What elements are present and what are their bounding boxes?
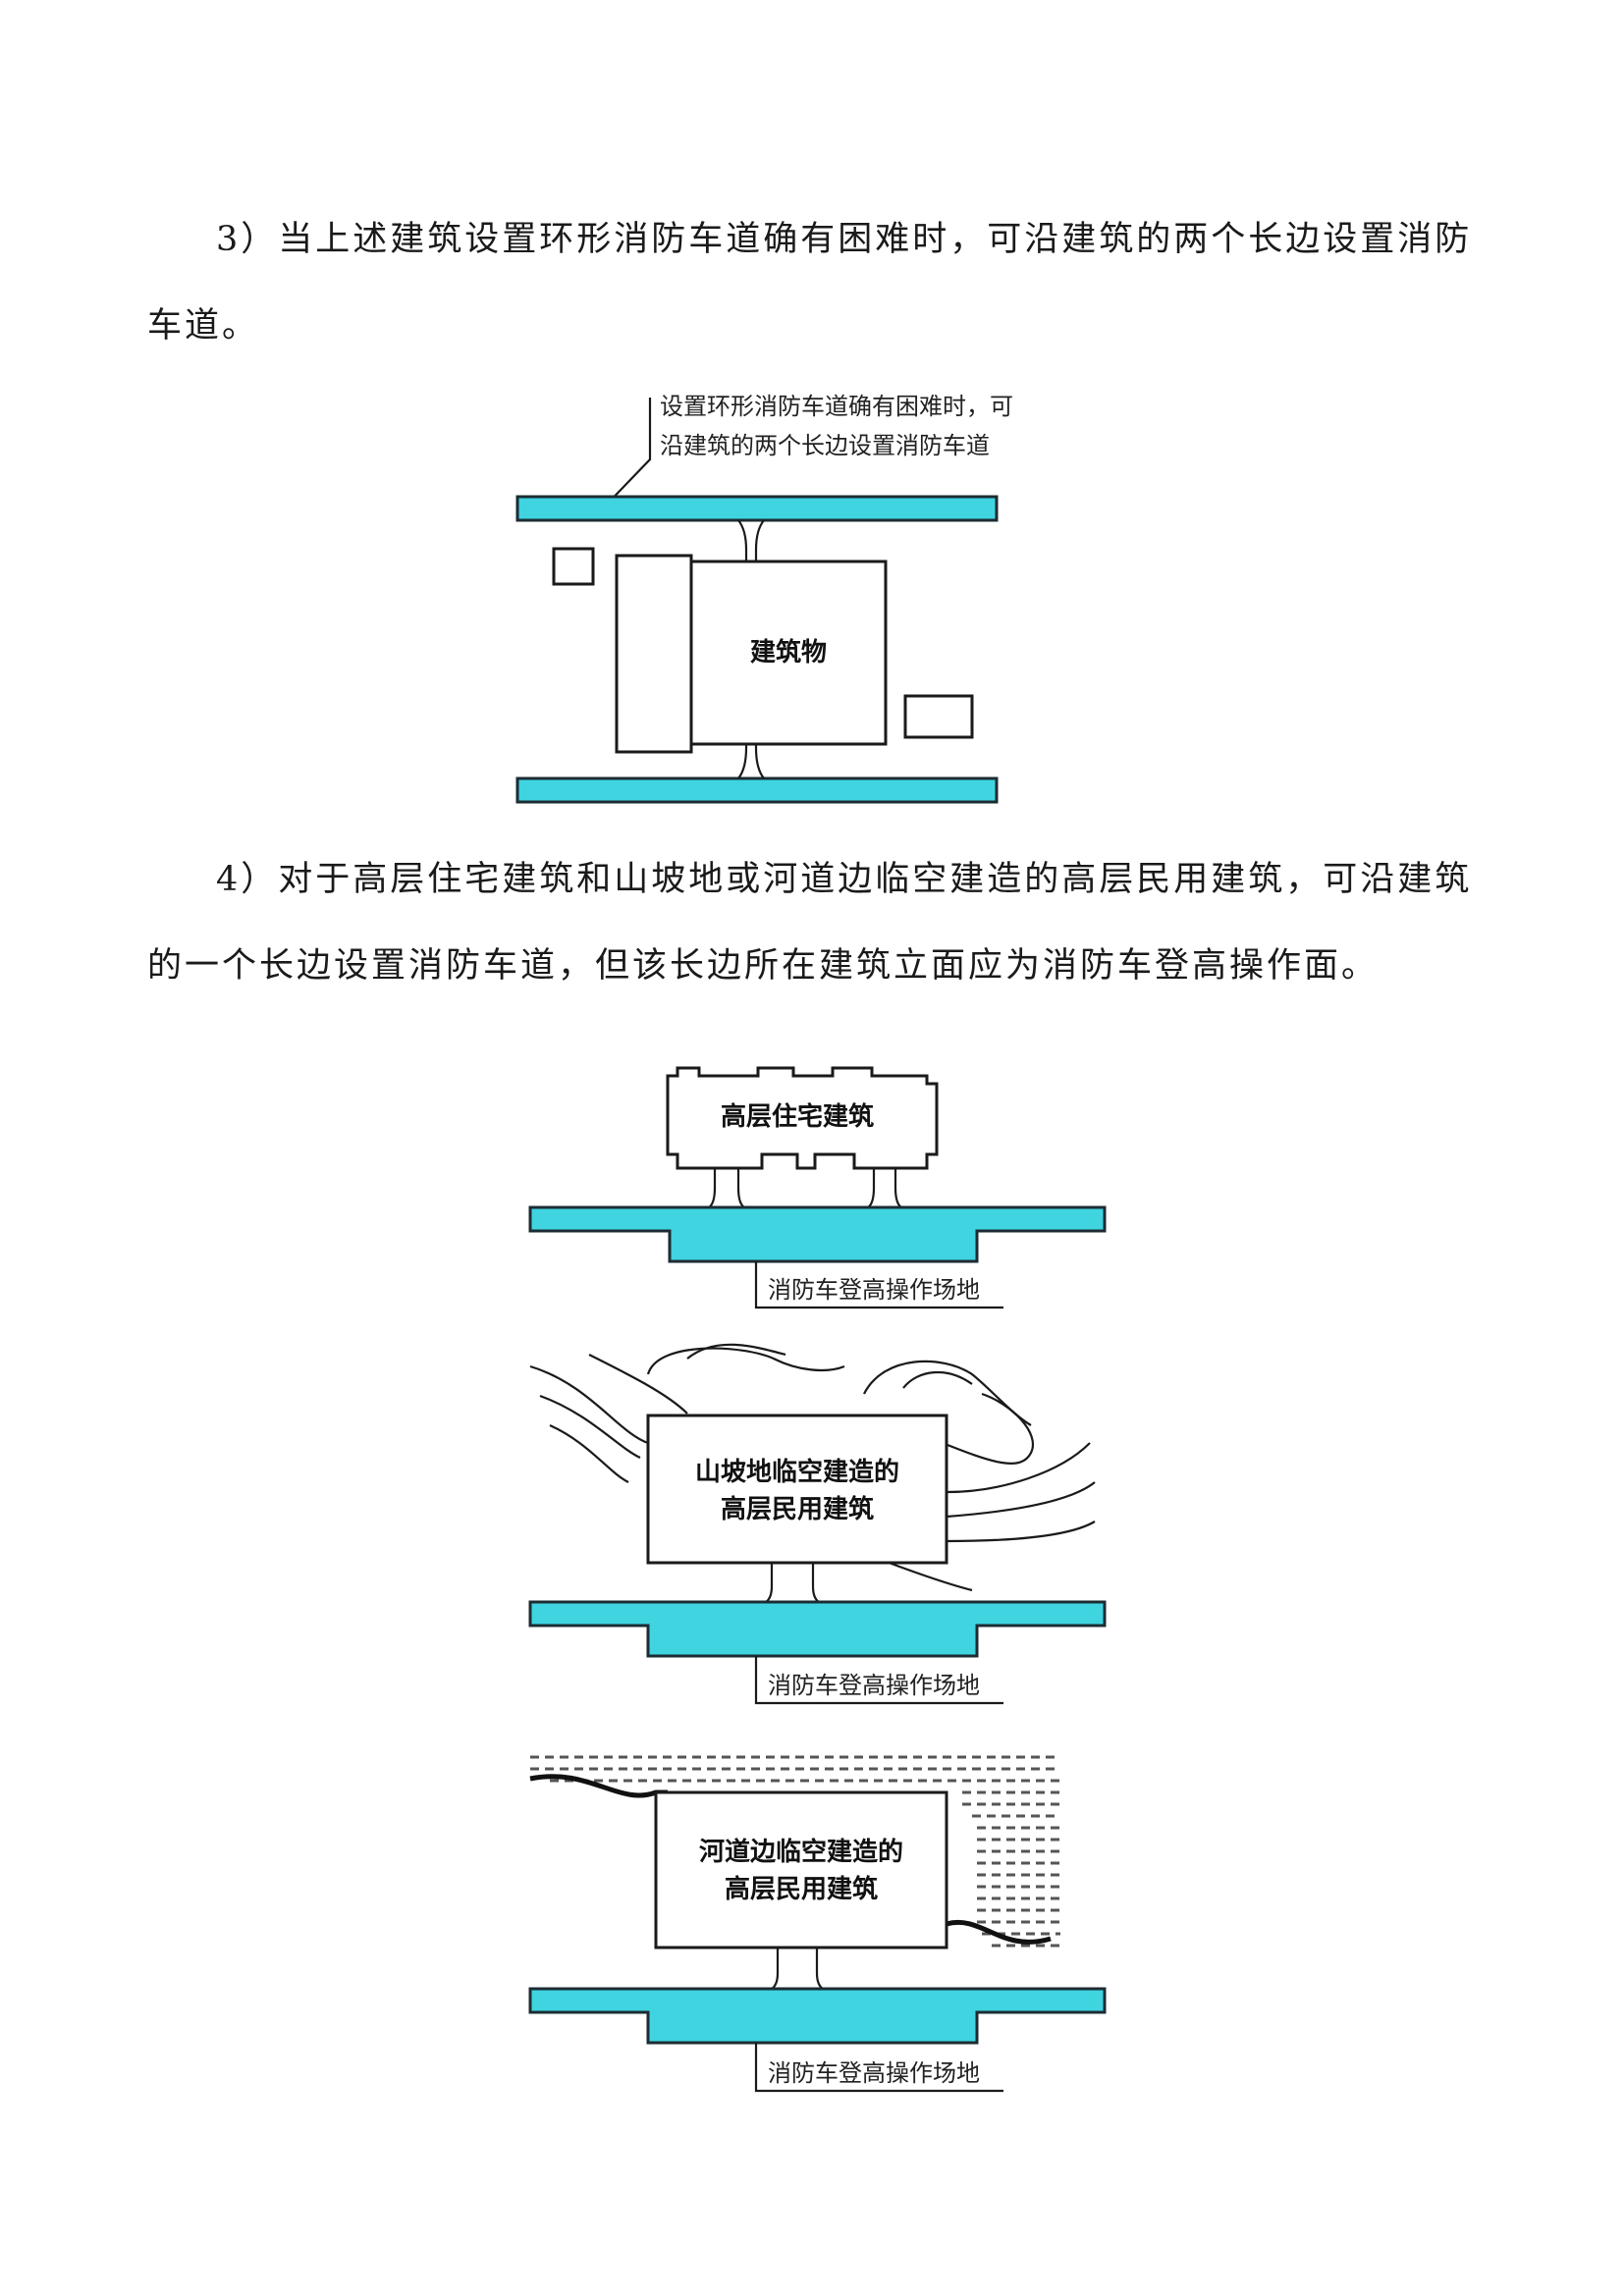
figure-riverside-building: 河道边临空建造的 高层民用建筑 消防车登高操作场地 — [528, 1755, 1107, 2093]
contour-line — [529, 1364, 649, 1445]
connector — [867, 1168, 876, 1208]
contour-line — [646, 1347, 845, 1375]
connector — [737, 519, 748, 561]
building-label: 高层住宅建筑 — [721, 1101, 874, 1132]
fire-road-with-operation-area — [528, 1987, 1107, 2045]
building-label-line-1: 河道边临空建造的 — [699, 1837, 903, 1867]
paragraph-4: 4）对于高层住宅建筑和山坡地或河道边临空建造的高层民用建筑，可沿建筑的一个长边设… — [147, 860, 1473, 986]
contour-line — [942, 1392, 1034, 1465]
figure-highrise-residential: 高层住宅建筑 消防车登高操作场地 — [528, 1066, 1107, 1309]
contour-line — [686, 1343, 786, 1360]
figure-two-long-side-roads: 设置环形消防车道确有困难时，可 沿建筑的两个长边设置消防车道 建筑物 — [515, 393, 1013, 804]
connector — [737, 741, 748, 779]
contour-line — [883, 1559, 973, 1592]
contour-line — [946, 1481, 1096, 1519]
contour-line — [539, 1394, 641, 1460]
small-building — [903, 694, 974, 739]
contour-line — [549, 1423, 629, 1483]
callout-text-1: 设置环形消防车道确有困难时，可 — [660, 393, 1013, 420]
water-hatching — [530, 1755, 1060, 1948]
building-label-line-2: 高层民用建筑 — [721, 1494, 874, 1524]
road-top — [515, 495, 999, 522]
riverbank-line — [529, 1774, 668, 1798]
fire-road-with-operation-area — [528, 1600, 1107, 1658]
building-main — [689, 560, 888, 746]
area-label: 消防车登高操作场地 — [768, 1276, 980, 1304]
hillside-building — [646, 1414, 948, 1565]
area-label: 消防车登高操作场地 — [768, 1672, 980, 1699]
small-building — [552, 547, 595, 586]
riverside-building — [654, 1790, 948, 1949]
building-label-line-1: 山坡地临空建造的 — [695, 1457, 899, 1487]
connector — [754, 741, 765, 779]
connector — [736, 1168, 745, 1208]
connector — [708, 1168, 717, 1208]
building-label-line-2: 高层民用建筑 — [725, 1874, 878, 1904]
contour-line — [902, 1371, 973, 1389]
area-leader — [754, 2043, 1003, 2093]
contour-line — [946, 1442, 1091, 1494]
building-label: 建筑物 — [750, 637, 827, 667]
connector — [765, 1563, 774, 1603]
area-leader — [754, 1261, 1003, 1309]
paragraph-3: 3）当上述建筑设置环形消防车道确有困难时，可沿建筑的两个长边设置消防车道。 — [147, 220, 1473, 346]
area-leader — [754, 1656, 1003, 1705]
residential-building — [666, 1066, 939, 1170]
riverbank-line — [946, 1919, 1052, 1945]
connector — [815, 1948, 824, 1990]
contour-line — [588, 1354, 688, 1415]
callout-leader — [600, 398, 652, 511]
fire-road-with-operation-area — [528, 1205, 1107, 1263]
contour-line — [946, 1521, 1096, 1543]
road-bottom — [515, 776, 999, 804]
connector — [811, 1563, 820, 1603]
figure-hillside-building: 山坡地临空建造的 高层民用建筑 消防车登高操作场地 — [528, 1343, 1107, 1705]
connector — [754, 519, 765, 561]
connector — [893, 1168, 902, 1208]
building-wing — [615, 554, 693, 754]
connector — [771, 1948, 780, 1990]
area-label: 消防车登高操作场地 — [768, 2059, 980, 2087]
callout-text-2: 沿建筑的两个长边设置消防车道 — [660, 432, 990, 459]
